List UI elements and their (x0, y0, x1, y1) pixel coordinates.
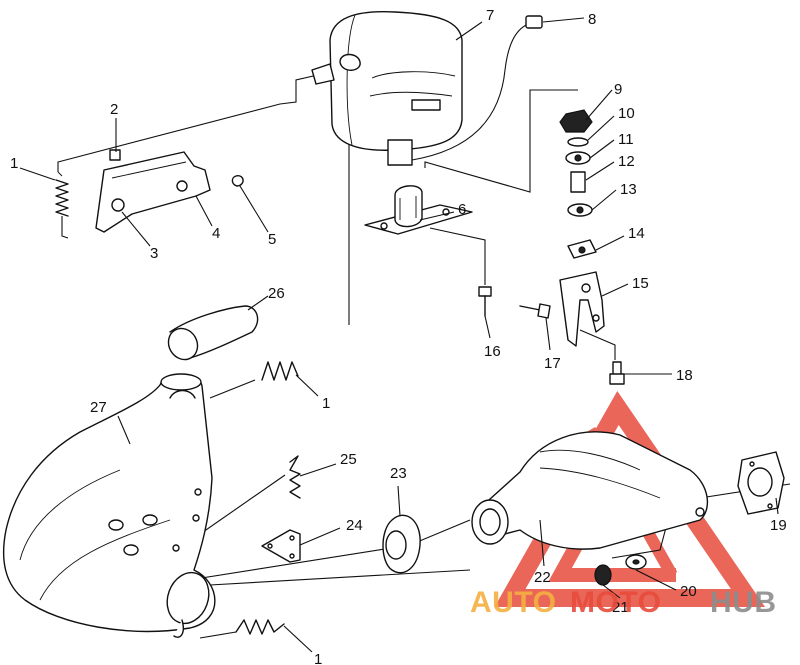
silencer-22 (471, 431, 709, 550)
bolt-17 (519, 303, 551, 319)
watermark-text: AUTO MOTO HUB (470, 586, 777, 619)
sleeve-26 (167, 305, 259, 361)
callout-6: 6 (458, 201, 466, 218)
callout-5: 5 (268, 231, 276, 248)
callout-10: 10 (618, 105, 635, 122)
cone-gasket-23 (382, 514, 421, 574)
heat-shield-bracket (95, 149, 244, 233)
spring-top-left (55, 171, 69, 239)
sensor-wire (411, 15, 543, 161)
callout-3: 3 (150, 245, 158, 262)
expansion-chamber (2, 373, 216, 638)
callout-22: 22 (534, 569, 551, 586)
callout-1-bottom: 1 (314, 651, 322, 665)
callout-27: 27 (90, 399, 107, 416)
callout-26: 26 (268, 285, 285, 302)
spring-bottom (235, 619, 285, 635)
callout-11: 11 (618, 131, 634, 148)
callout-24: 24 (346, 517, 363, 534)
callout-21: 21 (612, 599, 629, 616)
tri-plate-24 (261, 529, 301, 563)
callout-1-top: 1 (10, 155, 18, 172)
callout-2: 2 (110, 101, 118, 118)
spring-middle (261, 361, 299, 381)
callout-15: 15 (632, 275, 649, 292)
callout-14: 14 (628, 225, 645, 242)
callout-20: 20 (680, 583, 697, 600)
watermark-word-moto: MOTO (570, 586, 661, 619)
spring-25 (289, 455, 301, 499)
callout-9: 9 (614, 81, 622, 98)
callout-7: 7 (486, 7, 494, 24)
bolt-18 (609, 361, 625, 385)
flange-gasket-19 (737, 451, 785, 515)
callout-23: 23 (390, 465, 407, 482)
muffler-body (311, 11, 463, 166)
hardware-stack (559, 109, 605, 347)
watermark-word-auto: AUTO (470, 586, 556, 619)
leader-lines (19, 17, 779, 653)
callout-1-middle: 1 (322, 395, 330, 412)
callout-19: 19 (770, 517, 787, 534)
callout-12: 12 (618, 153, 635, 170)
callout-13: 13 (620, 181, 637, 198)
callout-16: 16 (484, 343, 501, 360)
mounting-plate (364, 185, 473, 235)
callout-25: 25 (340, 451, 357, 468)
washers-20-21 (594, 554, 647, 586)
callout-labels: 1 2 3 4 5 6 7 8 9 10 11 12 13 14 15 16 1… (10, 7, 787, 665)
callout-8: 8 (588, 11, 596, 28)
callout-17: 17 (544, 355, 561, 372)
watermark-word-hub: HUB (710, 586, 777, 619)
callout-18: 18 (676, 367, 693, 384)
callout-4: 4 (212, 225, 220, 242)
screw-16 (478, 286, 492, 317)
